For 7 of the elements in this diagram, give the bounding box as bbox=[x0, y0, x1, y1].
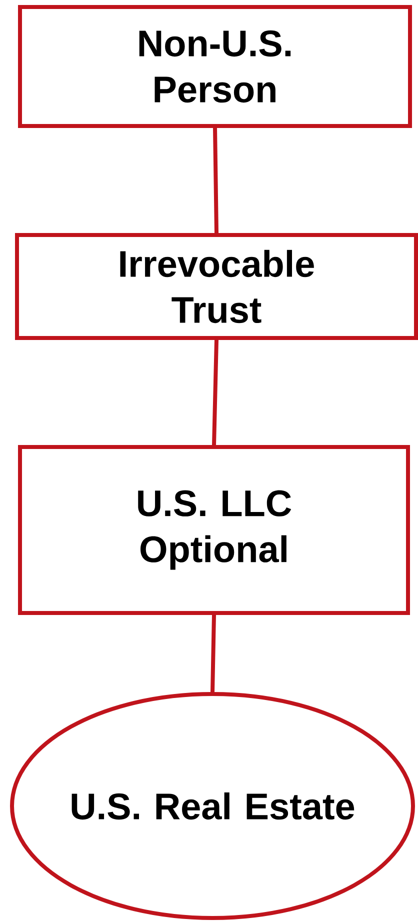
process-box: Non-U.S. Person bbox=[18, 5, 412, 128]
process-box: U.S. LLC Optional bbox=[18, 445, 410, 615]
process-box: Irrevocable Trust bbox=[15, 233, 418, 340]
connector-line bbox=[210, 614, 216, 692]
connector-line bbox=[213, 128, 218, 234]
ellipse-node: U.S. Real Estate bbox=[10, 692, 415, 920]
connector-line bbox=[212, 340, 218, 446]
